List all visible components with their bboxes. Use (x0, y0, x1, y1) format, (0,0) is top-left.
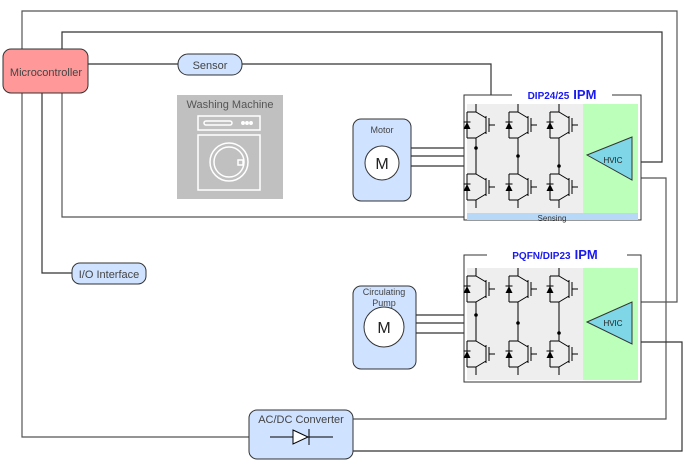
wire-mcu-io (41, 80, 72, 274)
svg-text:HVIC: HVIC (603, 319, 622, 328)
washing-machine-label: Washing Machine (186, 99, 273, 111)
microcontroller-label: Microcontroller (10, 67, 82, 79)
wire-sensor-ipm (242, 63, 492, 95)
pump-block[interactable]: Circulating Pump M (352, 285, 417, 370)
washing-machine-block: Washing Machine (177, 95, 283, 199)
svg-text:HVIC: HVIC (603, 156, 622, 165)
sensor-label: Sensor (193, 60, 228, 72)
microcontroller-block[interactable]: Microcontroller (2, 48, 89, 94)
motor-label: Motor (370, 125, 393, 135)
motor-symbol: M (375, 156, 388, 173)
wires (21, 10, 683, 452)
pump-label-line2: Pump (372, 298, 396, 308)
acdc-converter-block[interactable]: AC/DC Converter (248, 409, 354, 460)
sensor-block[interactable]: Sensor (177, 53, 243, 76)
ipm-top-sensing-label: Sensing (538, 214, 567, 223)
washing-machine-icon (197, 115, 261, 191)
ipm-top-hvic: HVIC (585, 136, 633, 181)
pump-symbol: M (377, 320, 390, 337)
pump-label-line1: Circulating (363, 287, 406, 297)
wire-mcu-converter (21, 80, 249, 438)
ipm-bottom-switches (463, 267, 579, 376)
converter-label: AC/DC Converter (258, 414, 344, 426)
io-interface-block[interactable]: I/O Interface (71, 262, 147, 285)
ipm-bottom-hvic: HVIC (585, 301, 633, 345)
wire-converter-bottom-ipm (353, 339, 683, 452)
wire-sensing-feedback (59, 72, 467, 218)
motor-block[interactable]: Motor M (352, 118, 412, 202)
ipm-top-switches (463, 103, 579, 209)
wire-mcu-to-top-ipm-hvic (61, 31, 663, 165)
io-interface-label: I/O Interface (79, 269, 140, 281)
diode-icon (270, 429, 333, 445)
wire-mcu-to-bottom-ipm-hvic (21, 10, 678, 305)
